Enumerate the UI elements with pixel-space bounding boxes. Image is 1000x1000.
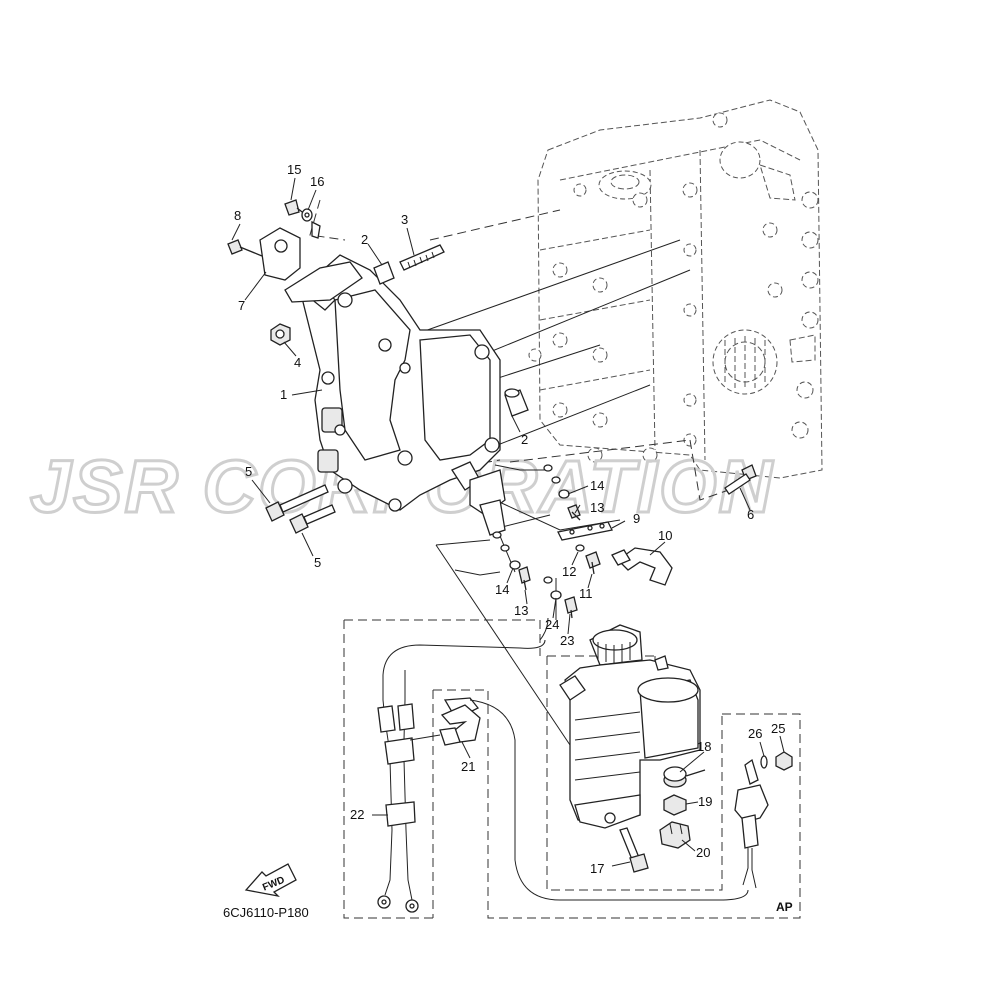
callout-14-upper: 14 [590, 478, 604, 493]
bolt-part-17 [619, 827, 649, 873]
plate-part-7 [259, 227, 363, 303]
clamp-part-10 [611, 547, 673, 586]
starter-motor [559, 624, 701, 829]
callout-10: 10 [658, 528, 672, 543]
washer-part-12 [575, 544, 585, 552]
nut-part-4 [270, 323, 291, 346]
callout-22: 22 [350, 807, 364, 822]
terminal-part-18 [663, 766, 706, 788]
screw-part-11 [585, 551, 601, 575]
cap-part-20 [659, 821, 691, 849]
engine-block-ghost [528, 99, 823, 479]
clip-small [311, 220, 321, 239]
nut-part-25 [775, 751, 793, 771]
collar-part-2-top [373, 261, 395, 285]
stud-part-3 [399, 244, 445, 271]
callout-1: 1 [280, 387, 287, 402]
callout-12: 12 [562, 564, 576, 579]
callout-14-lower: 14 [495, 582, 509, 597]
callout-leaders [231, 177, 785, 867]
washer-part-14-lower [492, 531, 521, 570]
callout-20: 20 [696, 845, 710, 860]
callout-6: 6 [747, 507, 754, 522]
callout-13-upper: 13 [590, 500, 604, 515]
bolt-part-6 [724, 464, 757, 495]
callout-15: 15 [287, 162, 301, 177]
callout-21: 21 [461, 759, 475, 774]
plate-part-9 [557, 521, 613, 541]
bolt-part-5-b [289, 504, 336, 534]
nut-part-19 [663, 794, 687, 816]
callout-5-b: 5 [314, 555, 321, 570]
washer-part-26 [760, 755, 768, 769]
fwd-arrow: FWD [244, 863, 297, 898]
callout-13-lower: 13 [514, 603, 528, 618]
ap-label: AP [776, 900, 793, 914]
callout-2-top: 2 [361, 232, 368, 247]
callout-4: 4 [294, 355, 301, 370]
callout-5-a: 5 [245, 464, 252, 479]
callout-16: 16 [310, 174, 324, 189]
bolt-part-5-a [265, 484, 329, 522]
callout-18: 18 [697, 739, 711, 754]
bolt-part-8 [227, 239, 263, 257]
collar-part-2-bottom [504, 388, 529, 417]
callouts: 1 2 2 3 4 5 5 6 7 8 9 10 11 12 13 13 14 … [234, 162, 785, 876]
diagram-code: 6CJ6110-P180 [223, 905, 309, 920]
callout-2-bottom: 2 [521, 432, 528, 447]
callout-23: 23 [560, 633, 574, 648]
callout-19: 19 [698, 794, 712, 809]
washer-part-16 [301, 208, 313, 222]
battery-cable [382, 617, 749, 901]
callout-9: 9 [633, 511, 640, 526]
clamp-part-21 [439, 697, 481, 746]
bracket-assembly [298, 254, 506, 536]
screw-part-13-upper [567, 504, 581, 521]
callout-17: 17 [590, 861, 604, 876]
callout-25: 25 [771, 721, 785, 736]
screw-part-13-lower [518, 566, 531, 591]
callout-26: 26 [748, 726, 762, 741]
wire-harness-part-22 [377, 670, 441, 913]
screw-part-23 [564, 596, 578, 619]
callout-7: 7 [238, 298, 245, 313]
cable-boot [734, 758, 769, 889]
callout-3: 3 [401, 212, 408, 227]
callout-24: 24 [545, 617, 559, 632]
callout-11: 11 [579, 586, 593, 601]
washer-part-24 [543, 576, 562, 600]
callout-8: 8 [234, 208, 241, 223]
